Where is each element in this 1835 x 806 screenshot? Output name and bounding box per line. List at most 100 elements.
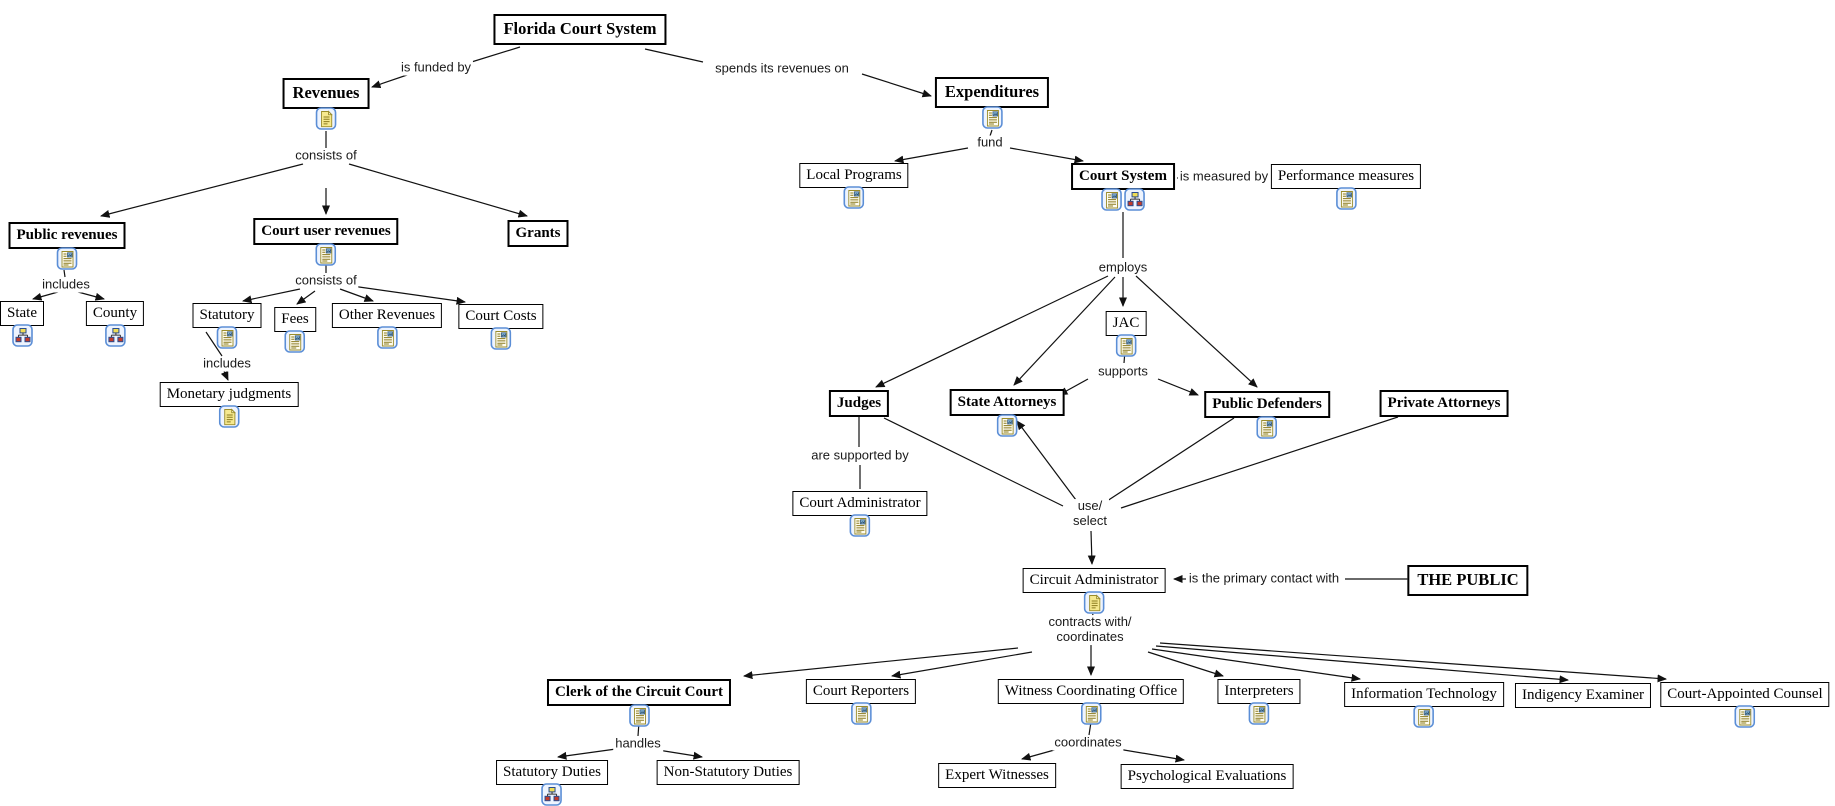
node-private-attorneys[interactable]: Private Attorneys bbox=[1379, 390, 1509, 417]
document-resource-icon[interactable] bbox=[315, 106, 337, 135]
hierarchy-resource-icon[interactable] bbox=[541, 782, 563, 806]
linking-phrase-coordinates[interactable]: coordinates bbox=[1052, 734, 1124, 751]
linking-phrase-use-select[interactable]: use/ select bbox=[1071, 498, 1109, 529]
node-label-court-system: Court System bbox=[1071, 163, 1175, 190]
node-performance-measures[interactable]: Performance measures bbox=[1270, 164, 1422, 215]
linking-phrase-supports[interactable]: supports bbox=[1096, 363, 1150, 380]
linking-phrase-are-supported-by[interactable]: are supported by bbox=[809, 447, 911, 464]
linking-phrase-fund[interactable]: fund bbox=[975, 134, 1005, 151]
document-image-resource-icon[interactable] bbox=[1101, 187, 1122, 216]
resource-icons bbox=[1734, 704, 1756, 733]
linking-phrase-consists-of-revenues[interactable]: consists of bbox=[293, 147, 359, 164]
resource-icons bbox=[843, 185, 865, 214]
resource-icons bbox=[284, 329, 306, 358]
edge-line bbox=[1147, 651, 1224, 678]
node-public-defenders[interactable]: Public Defenders bbox=[1204, 391, 1330, 444]
node-label-monetary-judgments: Monetary judgments bbox=[159, 382, 299, 407]
node-judges[interactable]: Judges bbox=[828, 390, 890, 417]
node-information-technology[interactable]: Information Technology bbox=[1344, 682, 1504, 733]
linking-phrase-employs[interactable]: employs bbox=[1096, 259, 1150, 276]
document-image-resource-icon[interactable] bbox=[376, 325, 398, 354]
document-image-resource-icon[interactable] bbox=[1413, 704, 1435, 733]
resource-icons bbox=[56, 246, 78, 275]
node-non-statutory-duties[interactable]: Non-Statutory Duties bbox=[656, 760, 800, 785]
node-fees[interactable]: Fees bbox=[274, 307, 316, 358]
document-image-resource-icon[interactable] bbox=[628, 703, 650, 732]
linking-phrase-includes-public[interactable]: includes bbox=[40, 276, 92, 293]
node-state[interactable]: State bbox=[0, 301, 44, 352]
linking-phrase-consists-of-cur[interactable]: consists of bbox=[293, 272, 359, 289]
linking-phrase-contracts-with-coordinates[interactable]: contracts with/ coordinates bbox=[1046, 614, 1134, 645]
node-label-court-appointed-counsel: Court-Appointed Counsel bbox=[1660, 682, 1830, 707]
node-county[interactable]: County bbox=[85, 301, 145, 352]
node-florida-court-system[interactable]: Florida Court System bbox=[493, 14, 667, 45]
document-image-resource-icon[interactable] bbox=[490, 326, 512, 355]
document-image-resource-icon[interactable] bbox=[56, 246, 78, 275]
document-resource-icon[interactable] bbox=[218, 404, 240, 433]
document-image-resource-icon[interactable] bbox=[1115, 333, 1137, 362]
node-court-user-revenues[interactable]: Court user revenues bbox=[253, 218, 399, 271]
linking-phrase-spends-its-revenues-on[interactable]: spends its revenues on bbox=[713, 60, 851, 77]
document-image-resource-icon[interactable] bbox=[1256, 415, 1278, 444]
node-revenues[interactable]: Revenues bbox=[282, 78, 370, 135]
linking-phrase-includes-statutory[interactable]: includes bbox=[201, 355, 253, 372]
node-public-revenues[interactable]: Public revenues bbox=[8, 222, 126, 275]
node-psychological-evaluations[interactable]: Psychological Evaluations bbox=[1120, 764, 1294, 789]
node-label-grants: Grants bbox=[507, 220, 569, 247]
node-circuit-administrator[interactable]: Circuit Administrator bbox=[1022, 568, 1166, 619]
node-label-judges: Judges bbox=[828, 390, 890, 417]
node-witness-coordinating-office[interactable]: Witness Coordinating Office bbox=[997, 679, 1185, 730]
node-statutory-duties[interactable]: Statutory Duties bbox=[496, 760, 608, 806]
resource-icons bbox=[218, 404, 240, 433]
hierarchy-resource-icon[interactable] bbox=[11, 323, 33, 352]
node-label-revenues: Revenues bbox=[282, 78, 370, 109]
document-image-resource-icon[interactable] bbox=[996, 413, 1018, 442]
edge-line bbox=[1013, 276, 1116, 386]
node-expert-witnesses[interactable]: Expert Witnesses bbox=[938, 763, 1056, 788]
node-monetary-judgments[interactable]: Monetary judgments bbox=[159, 382, 299, 433]
linking-phrase-is-the-primary-contact-with[interactable]: is the primary contact with bbox=[1186, 570, 1342, 587]
edge-line bbox=[371, 73, 411, 89]
node-court-administrator[interactable]: Court Administrator bbox=[792, 491, 928, 542]
node-jac[interactable]: JAC bbox=[1105, 311, 1147, 362]
document-image-resource-icon[interactable] bbox=[315, 242, 337, 271]
node-other-revenues[interactable]: Other Revenues bbox=[331, 303, 443, 354]
edge-line bbox=[644, 48, 704, 63]
document-image-resource-icon[interactable] bbox=[849, 513, 871, 542]
node-local-programs[interactable]: Local Programs bbox=[799, 163, 909, 214]
node-clerk-of-the-circuit-court[interactable]: Clerk of the Circuit Court bbox=[546, 679, 732, 732]
hierarchy-resource-icon[interactable] bbox=[1124, 187, 1145, 216]
node-expenditures[interactable]: Expenditures bbox=[934, 77, 1050, 134]
node-court-reporters[interactable]: Court Reporters bbox=[805, 679, 917, 730]
document-image-resource-icon[interactable] bbox=[1335, 186, 1357, 215]
document-image-resource-icon[interactable] bbox=[284, 329, 306, 358]
linking-phrase-handles[interactable]: handles bbox=[613, 735, 663, 752]
document-image-resource-icon[interactable] bbox=[1080, 701, 1102, 730]
document-image-resource-icon[interactable] bbox=[981, 105, 1003, 134]
node-indigency-examiner[interactable]: Indigency Examiner bbox=[1514, 683, 1652, 708]
node-court-system[interactable]: Court System bbox=[1071, 163, 1175, 216]
node-court-costs[interactable]: Court Costs bbox=[458, 304, 544, 355]
document-image-resource-icon[interactable] bbox=[1248, 701, 1270, 730]
document-image-resource-icon[interactable] bbox=[216, 325, 238, 354]
document-image-resource-icon[interactable] bbox=[1734, 704, 1756, 733]
document-image-resource-icon[interactable] bbox=[850, 701, 872, 730]
node-label-statutory: Statutory bbox=[192, 303, 262, 328]
node-grants[interactable]: Grants bbox=[507, 220, 569, 247]
hierarchy-resource-icon[interactable] bbox=[104, 323, 126, 352]
edge-line bbox=[861, 73, 932, 98]
document-image-resource-icon[interactable] bbox=[843, 185, 865, 214]
node-statutory[interactable]: Statutory bbox=[192, 303, 262, 354]
node-the-public[interactable]: THE PUBLIC bbox=[1407, 565, 1529, 596]
document-resource-icon[interactable] bbox=[1083, 590, 1105, 619]
edge-line bbox=[464, 46, 521, 65]
linking-phrase-is-funded-by[interactable]: is funded by bbox=[398, 59, 474, 76]
node-label-statutory-duties: Statutory Duties bbox=[496, 760, 608, 785]
edge-line bbox=[1009, 147, 1084, 164]
node-interpreters[interactable]: Interpreters bbox=[1217, 679, 1301, 730]
linking-phrase-is-measured-by[interactable]: is measured by bbox=[1177, 168, 1271, 185]
node-court-appointed-counsel[interactable]: Court-Appointed Counsel bbox=[1660, 682, 1830, 733]
edge-line bbox=[1016, 420, 1077, 501]
node-state-attorneys[interactable]: State Attorneys bbox=[949, 389, 1065, 442]
resource-icons bbox=[315, 106, 337, 135]
